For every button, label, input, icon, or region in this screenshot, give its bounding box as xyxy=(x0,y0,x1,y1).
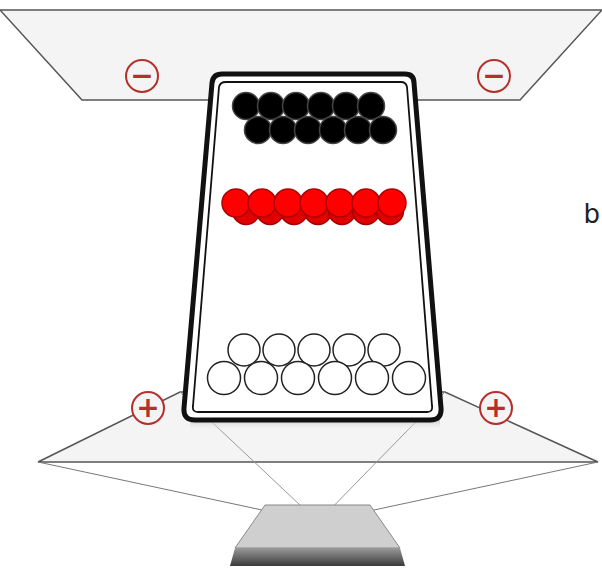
dna-bead-white xyxy=(393,362,426,395)
dna-bead-black xyxy=(245,117,272,144)
dna-bead-red xyxy=(300,189,328,217)
dna-bead-black xyxy=(320,117,347,144)
dna-bead-black xyxy=(270,117,297,144)
dna-bead-red xyxy=(352,189,380,217)
dna-bead-white xyxy=(298,334,330,366)
dna-bead-black xyxy=(333,93,360,120)
dna-bead-white xyxy=(208,362,241,395)
gel-inner xyxy=(193,82,432,412)
dna-bead-red xyxy=(248,189,276,217)
dna-bead-white xyxy=(228,334,260,366)
dna-bead-black xyxy=(283,93,310,120)
cut-off-text: b xyxy=(583,200,600,228)
dna-bead-black xyxy=(295,117,322,144)
dna-bead-red xyxy=(378,189,406,217)
polarity-sign: + xyxy=(479,391,513,425)
dna-bead-black xyxy=(358,93,385,120)
dna-bead-red xyxy=(274,189,302,217)
stand-top xyxy=(235,505,400,548)
dna-bead-white xyxy=(245,362,278,395)
dna-bead-white xyxy=(319,362,352,395)
dna-bead-black xyxy=(308,93,335,120)
dna-bead-red xyxy=(326,189,354,217)
dna-bead-black xyxy=(258,93,285,120)
dna-bead-red xyxy=(222,189,250,217)
dna-bead-black xyxy=(345,117,372,144)
dna-bead-white xyxy=(263,334,295,366)
dna-bead-black xyxy=(370,117,397,144)
molecule-bands xyxy=(208,93,426,395)
dna-bead-white xyxy=(356,362,389,395)
polarity-sign: − xyxy=(477,59,511,93)
polarity-sign: + xyxy=(131,391,165,425)
polarity-sign: − xyxy=(125,59,159,93)
gel-container xyxy=(184,74,441,420)
dna-bead-black xyxy=(233,93,260,120)
stand-base xyxy=(230,548,405,566)
dna-bead-white xyxy=(282,362,315,395)
